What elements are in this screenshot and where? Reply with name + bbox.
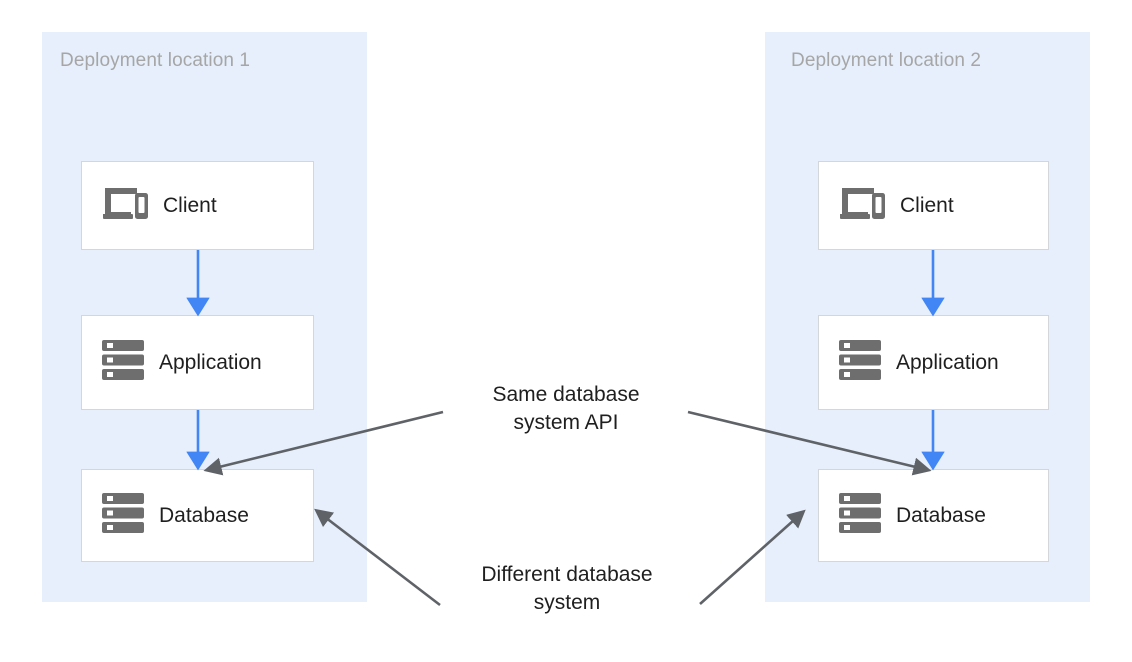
node-client-2-label: Client (900, 193, 954, 217)
node-database-2-label: Database (896, 503, 986, 527)
node-database-2[interactable]: Database (818, 469, 1049, 562)
annotation-same-database-system-api: Same database system API (492, 383, 640, 434)
devices-icon (838, 184, 886, 227)
node-database-1[interactable]: Database (81, 469, 314, 562)
devices-icon (101, 184, 149, 227)
server-icon (101, 492, 145, 539)
node-client-1-label: Client (163, 193, 217, 217)
node-application-1[interactable]: Application (81, 315, 314, 410)
server-icon (838, 492, 882, 539)
node-client-2[interactable]: Client (818, 161, 1049, 250)
node-application-2[interactable]: Application (818, 315, 1049, 410)
node-application-1-label: Application (159, 350, 262, 374)
server-icon (101, 339, 145, 386)
zone-1-title: Deployment location 1 (60, 50, 251, 71)
node-application-2-label: Application (896, 350, 999, 374)
zone-2-title: Deployment location 2 (791, 50, 982, 71)
node-database-1-label: Database (159, 503, 249, 527)
annotation-different-database-system: Different database system (481, 563, 653, 614)
node-client-1[interactable]: Client (81, 161, 314, 250)
server-icon (838, 339, 882, 386)
